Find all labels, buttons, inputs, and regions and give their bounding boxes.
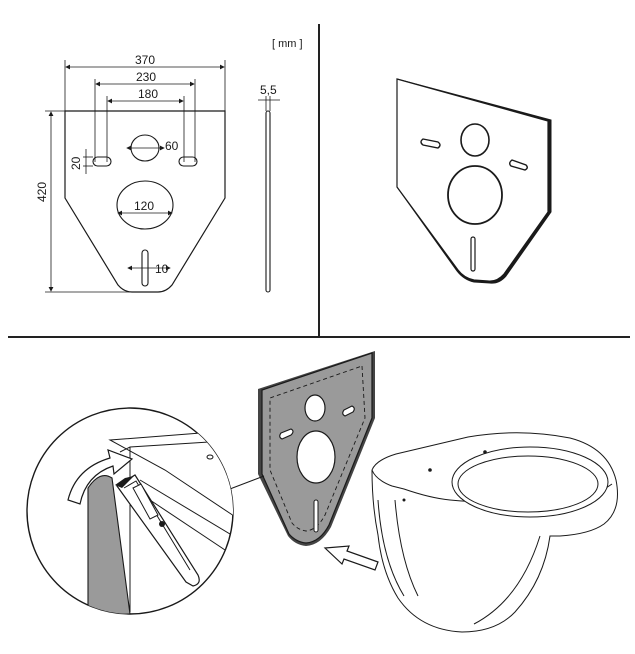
detail-mat xyxy=(87,475,131,614)
dim-label-180: 180 xyxy=(138,87,158,101)
dim-label-230: 230 xyxy=(136,70,156,84)
dim-label-420: 420 xyxy=(35,182,49,202)
persp-right-slot xyxy=(509,159,528,171)
direction-arrow xyxy=(323,545,379,571)
dim-label-60: 60 xyxy=(165,139,179,153)
lower-hole xyxy=(116,180,174,230)
plate-lower-hole xyxy=(296,430,336,484)
cut-line xyxy=(269,365,366,532)
persp-bottom-slot xyxy=(470,236,476,272)
fold-arrow xyxy=(67,449,134,505)
persp-lower-hole xyxy=(447,165,503,225)
installation-illustration xyxy=(26,351,618,633)
dim-label-120: 120 xyxy=(134,199,154,213)
dim-label-370: 370 xyxy=(135,53,155,67)
units-label: [ mm ] xyxy=(272,38,303,50)
plate-upper-hole xyxy=(304,394,326,422)
left-slot xyxy=(92,156,112,167)
plate-bottom-slot xyxy=(313,499,319,533)
utility-knife xyxy=(115,474,200,587)
dim-label-5-5: 5,5 xyxy=(260,83,277,97)
dim-label-20: 20 xyxy=(69,156,83,170)
dim-label-10: 10 xyxy=(155,262,169,276)
persp-upper-hole xyxy=(460,123,490,157)
side-profile xyxy=(265,110,271,293)
persp-left-slot xyxy=(420,138,441,149)
toilet xyxy=(371,432,618,633)
plate-perspective-view xyxy=(396,78,552,284)
plate-left-slot xyxy=(279,428,294,440)
right-slot xyxy=(178,156,198,167)
technical-drawing: [ mm ] 370 230 180 60 20 xyxy=(35,38,303,293)
plate-right-slot xyxy=(342,405,355,417)
